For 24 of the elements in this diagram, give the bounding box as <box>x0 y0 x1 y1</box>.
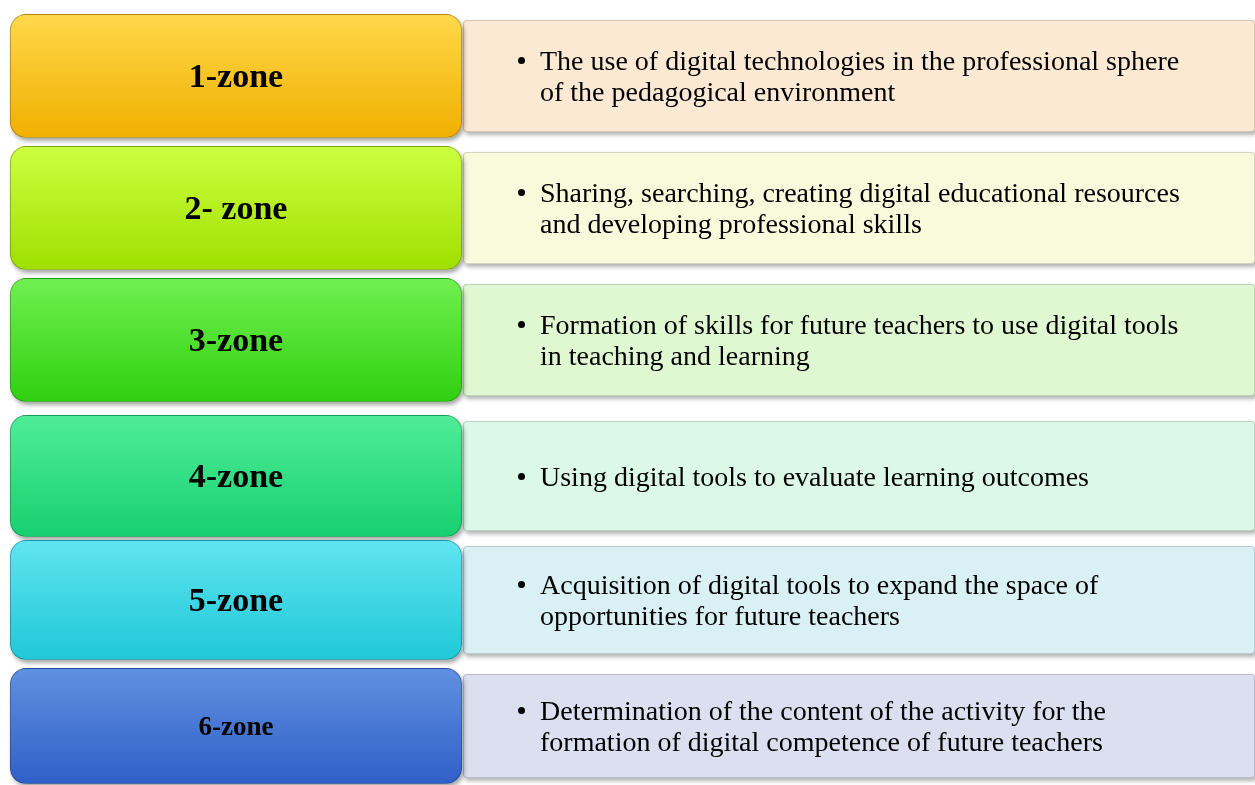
zone-box <box>10 278 462 402</box>
zone-label: 5-zone <box>188 581 284 619</box>
zone-label: 3-zone <box>188 321 284 359</box>
zone-box <box>10 14 462 138</box>
zone-box <box>10 146 462 270</box>
description-box <box>463 546 1255 654</box>
description-box <box>463 674 1255 778</box>
description-box <box>463 421 1255 531</box>
description-text: Using digital tools to evaluate learning outcomes <box>540 460 1089 492</box>
zone-label: 2- zone <box>184 189 288 227</box>
description-text: Sharing, searching, creating digital educational resources and developing professional skills <box>540 177 1180 239</box>
description-text: Formation of skills for future teachers to use digital tools in teaching and learning <box>540 309 1179 371</box>
description-box <box>463 152 1255 264</box>
description-box <box>463 284 1255 396</box>
zone-box <box>10 668 462 784</box>
zone-box <box>10 415 462 537</box>
zone-box <box>10 540 462 660</box>
description-text: The use of digital technologies in the professional sphere of the pedagogical environment <box>540 45 1180 107</box>
description-text: Acquisition of digital tools to expand the space of opportunities for future teachers <box>540 569 1099 631</box>
description-box <box>463 20 1255 132</box>
zone-label: 6-zone <box>198 710 274 742</box>
zone-label: 4-zone <box>188 457 284 495</box>
zone-label: 1-zone <box>188 57 284 95</box>
description-text: Determination of the content of the activity for the formation of digital competence of future teachers <box>540 695 1107 757</box>
